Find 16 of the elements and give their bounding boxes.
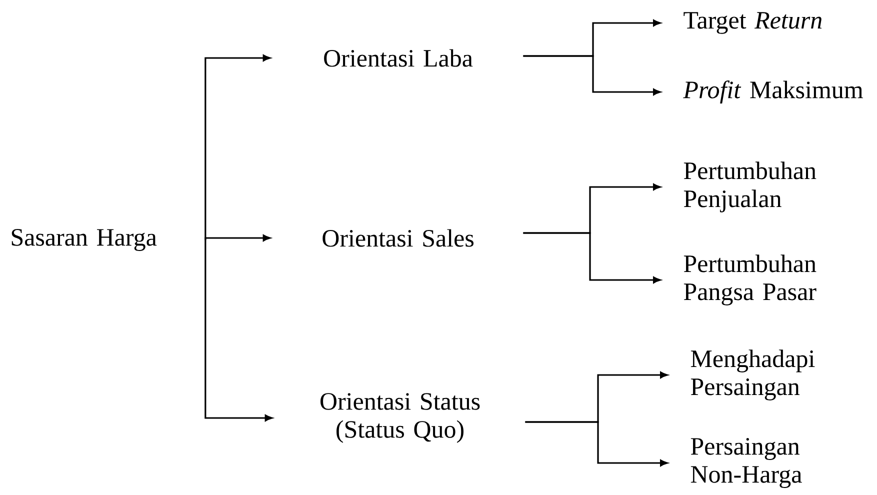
category-label: Target Return bbox=[684, 12, 822, 34]
category-label: Persaingan Non-Harga bbox=[690, 438, 802, 488]
category-label: Sasaran Harga bbox=[12, 229, 157, 251]
connector-arrow bbox=[204, 234, 270, 242]
connector-arrow bbox=[525, 421, 668, 466]
category-label: Orientasi Status (Status Quo) bbox=[320, 393, 480, 443]
category-label: Profit Maksimum bbox=[683, 80, 863, 104]
connector-arrow bbox=[523, 232, 661, 284]
category-label: Menghadapi Persaingan bbox=[690, 350, 815, 400]
connector-arrow bbox=[204, 240, 272, 422]
connector-arrow bbox=[523, 55, 661, 96]
connector-arrow bbox=[204, 54, 270, 240]
category-label: Pertumbuhan Penjualan bbox=[684, 162, 816, 212]
category-label: Pertumbuhan Pangsa Pasar bbox=[684, 254, 816, 306]
category-label: Orientasi Laba bbox=[324, 49, 473, 67]
category-label: Orientasi Sales bbox=[322, 229, 474, 247]
